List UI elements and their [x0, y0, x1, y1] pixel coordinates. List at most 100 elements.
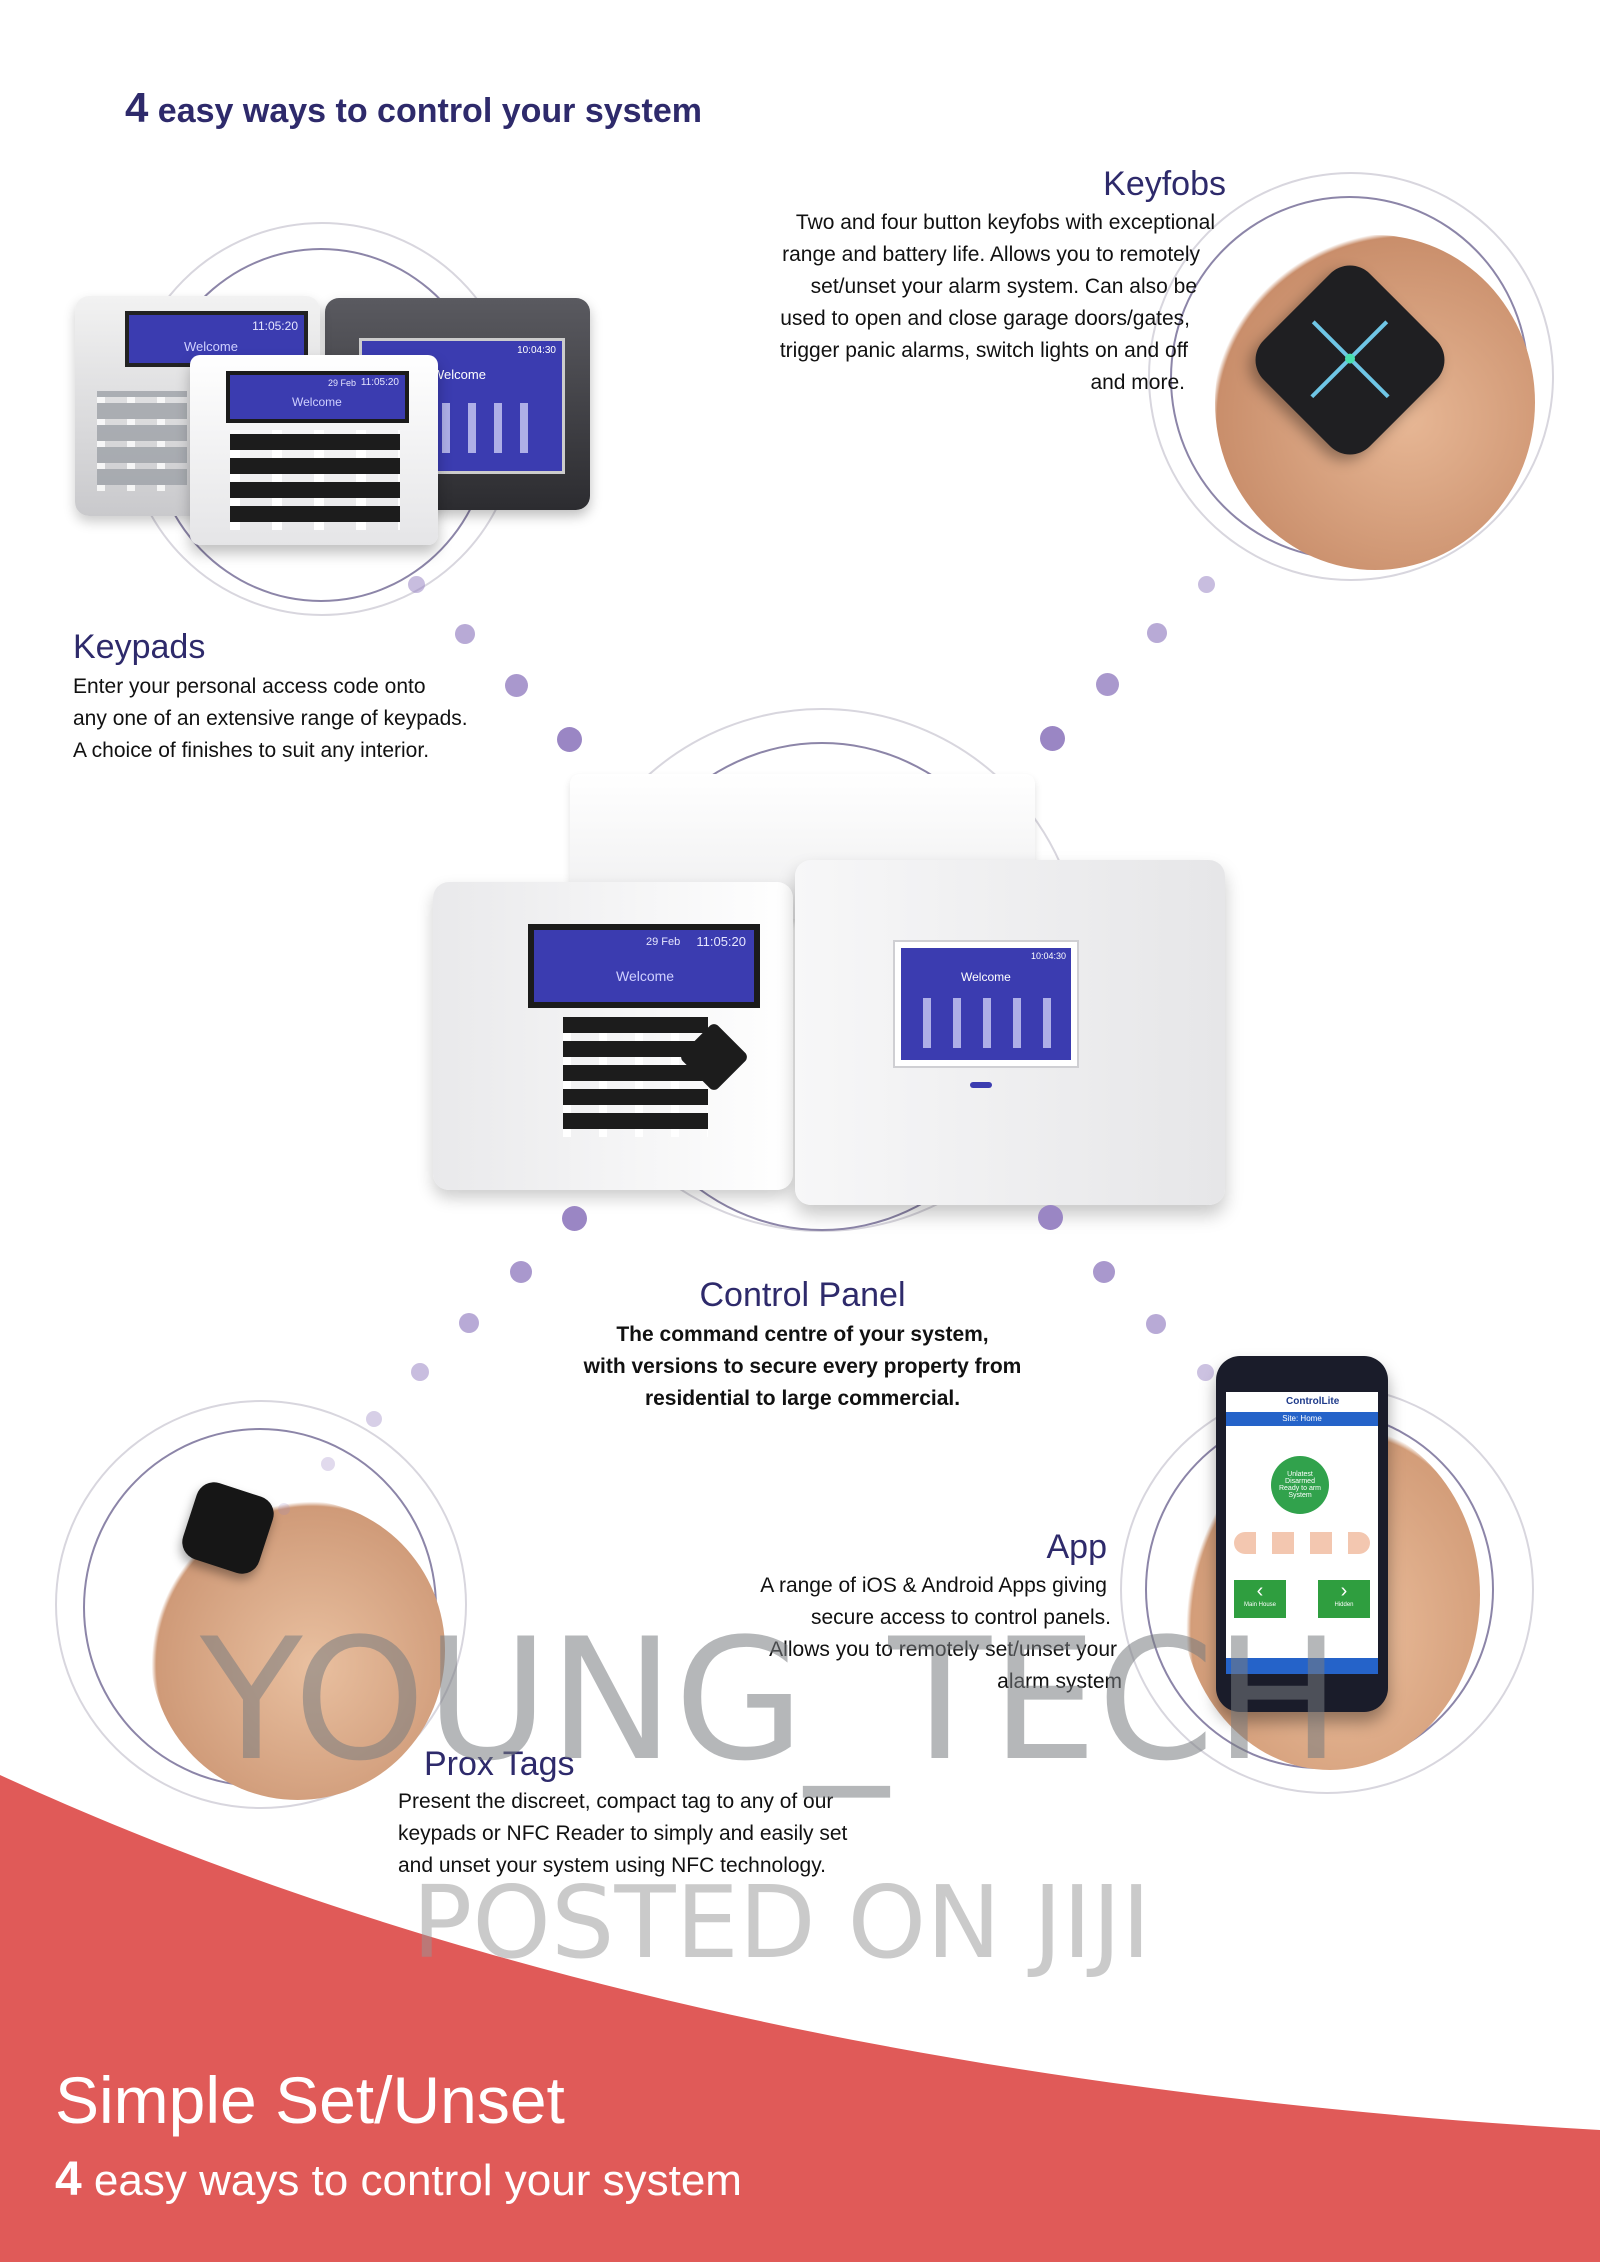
keypad-white-welcome: Welcome [292, 395, 342, 409]
phone-zone-icons [1234, 1532, 1370, 1554]
keypad-touch-welcome: Welcome [432, 367, 486, 382]
phone-app-name: ControlLite [1286, 1396, 1340, 1407]
prox-tags-title: Prox Tags [424, 1745, 575, 1783]
connector-dot [1040, 726, 1065, 751]
prox-tags-line: keypads or NFC Reader to simply and easi… [398, 1822, 848, 1845]
panel-touch-screen: 10:04:30 Welcome [895, 942, 1077, 1066]
phone-device: ControlLite Site: Home Unlatest Disarmed… [1216, 1356, 1388, 1712]
connector-dot [1096, 673, 1119, 696]
phone-bottom-bar [1226, 1658, 1378, 1674]
footer-subtitle-text: easy ways to control your system [81, 2156, 742, 2205]
keypad-white-date: 29 Feb [328, 378, 357, 388]
keypad-white-time: 11:05:20 [360, 377, 399, 388]
keypads-line: A choice of finishes to suit any interio… [73, 739, 430, 762]
keypads-description: Enter your personal access code onto any… [73, 671, 468, 767]
connector-dot [1038, 1205, 1063, 1230]
phone-left-label: Main House [1243, 1602, 1276, 1608]
connector-dot [562, 1206, 587, 1231]
keypads-title: Keypads [73, 628, 206, 666]
chevron-right-icon: › [1340, 1580, 1348, 1602]
connector-dot [505, 674, 528, 697]
connector-dot [459, 1313, 479, 1333]
footer-subtitle-number: 4 [55, 2153, 82, 2206]
connector-dot [278, 1503, 290, 1515]
keypad-silver-welcome: Welcome [184, 339, 238, 354]
panel-keys [563, 1017, 708, 1137]
keyfobs-line: trigger panic alarms, switch lights on a… [779, 339, 1188, 362]
footer-subtitle: 4 easy ways to control your system [55, 2152, 742, 2207]
footer-title: Simple Set/Unset [55, 2063, 565, 2137]
app-description: A range of iOS & Android Apps giving sec… [617, 1570, 1122, 1698]
panel-touch-time: 10:04:30 [1030, 951, 1066, 961]
connector-dot [1147, 623, 1167, 643]
phone-status-text: Unlatest Disarmed Ready to arm System [1278, 1471, 1322, 1499]
keyfobs-line: and more. [1090, 371, 1185, 394]
prox-ring-outer [55, 1400, 467, 1809]
app-line: A range of iOS & Android Apps giving [760, 1574, 1107, 1597]
phone-site-bar: Site: Home [1226, 1412, 1378, 1426]
keyfobs-line: set/unset your alarm system. Can also be [810, 275, 1197, 298]
panel-lcd-welcome: Welcome [616, 968, 675, 984]
phone-site: Site: Home [1282, 1414, 1322, 1423]
keypad-silver-time: 11:05:20 [252, 319, 298, 333]
keyfobs-description: Two and four button keyfobs with excepti… [625, 207, 1215, 399]
keyfobs-line: Two and four button keyfobs with excepti… [795, 211, 1215, 234]
panel-lcd-date: 29 Feb [646, 936, 681, 948]
phone-right-label: Hidden [1334, 1602, 1354, 1608]
panel-touch-welcome: Welcome [961, 970, 1011, 984]
prox-tags-description: Present the discreet, compact tag to any… [398, 1786, 847, 1882]
panel-indicator [970, 1082, 992, 1088]
prox-tags-line: Present the discreet, compact tag to any… [398, 1790, 834, 1813]
page-title-text: easy ways to control your system [148, 92, 703, 130]
panel-lcd-screen: 29 Feb 11:05:20 Welcome [528, 924, 760, 1008]
keypad-white-screen: 29 Feb 11:05:20 Welcome [226, 371, 409, 423]
phone-right-button[interactable]: › Hidden [1318, 1580, 1370, 1618]
watermark-line-1: YOUNG_TECH [200, 1602, 1341, 1798]
app-line: alarm system [997, 1670, 1122, 1693]
phone-screen: ControlLite Site: Home Unlatest Disarmed… [1226, 1392, 1378, 1674]
app-title: App [1046, 1528, 1108, 1566]
keyfobs-line: used to open and close garage doors/gate… [780, 307, 1190, 330]
phone-status-circle[interactable]: Unlatest Disarmed Ready to arm System [1271, 1456, 1329, 1514]
connector-dot [1146, 1314, 1166, 1334]
control-panel-line: with versions to secure every property f… [583, 1355, 1022, 1378]
keyfobs-line: range and battery life. Allows you to re… [782, 243, 1200, 266]
connector-dot [411, 1363, 429, 1381]
control-panel-line: residential to large commercial. [644, 1387, 961, 1410]
connector-dot [1198, 576, 1215, 593]
panel-touch-icons [923, 998, 1053, 1048]
chevron-left-icon: ‹ [1256, 1580, 1264, 1602]
connector-dot [557, 727, 582, 752]
keyfobs-title: Keyfobs [1103, 165, 1226, 203]
keypad-touch-icons [442, 403, 542, 453]
keypads-line: any one of an extensive range of keypads… [73, 707, 468, 730]
phone-left-button[interactable]: ‹ Main House [1234, 1580, 1286, 1618]
app-line: secure access to control panels. [811, 1606, 1111, 1629]
connector-dot [1093, 1261, 1115, 1283]
keyfobs-ring-outer [1148, 172, 1554, 581]
watermark-line-2: POSTED ON JIJI [412, 1864, 1151, 1981]
keypad-silver-keys [97, 391, 187, 491]
connector-dot [1197, 1364, 1214, 1381]
connector-dot [510, 1261, 532, 1283]
keypads-line: Enter your personal access code onto [73, 675, 426, 698]
keypad-touch-time: 10:04:30 [517, 345, 556, 356]
connector-dot [408, 576, 425, 593]
control-panel-description: The command centre of your system, with … [0, 1319, 1600, 1415]
keypad-white-device: 29 Feb 11:05:20 Welcome [190, 355, 438, 545]
connector-dot [321, 1457, 335, 1471]
prox-tags-line: and unset your system using NFC technolo… [398, 1854, 826, 1877]
connector-dot [455, 624, 475, 644]
panel-lcd-time: 11:05:20 [696, 934, 746, 949]
page-title-number: 4 [125, 84, 149, 131]
page-title: 4 easy ways to control your system [125, 84, 702, 132]
panel-left-device: 29 Feb 11:05:20 Welcome [433, 882, 793, 1190]
control-panel-title: Control Panel [699, 1276, 906, 1314]
connector-dot [366, 1411, 382, 1427]
keypad-white-keys [230, 430, 400, 530]
panel-right-device: 10:04:30 Welcome [795, 860, 1225, 1205]
app-line: Allows you to remotely set/unset your [769, 1638, 1117, 1661]
control-panel-line: The command centre of your system, [616, 1323, 989, 1346]
